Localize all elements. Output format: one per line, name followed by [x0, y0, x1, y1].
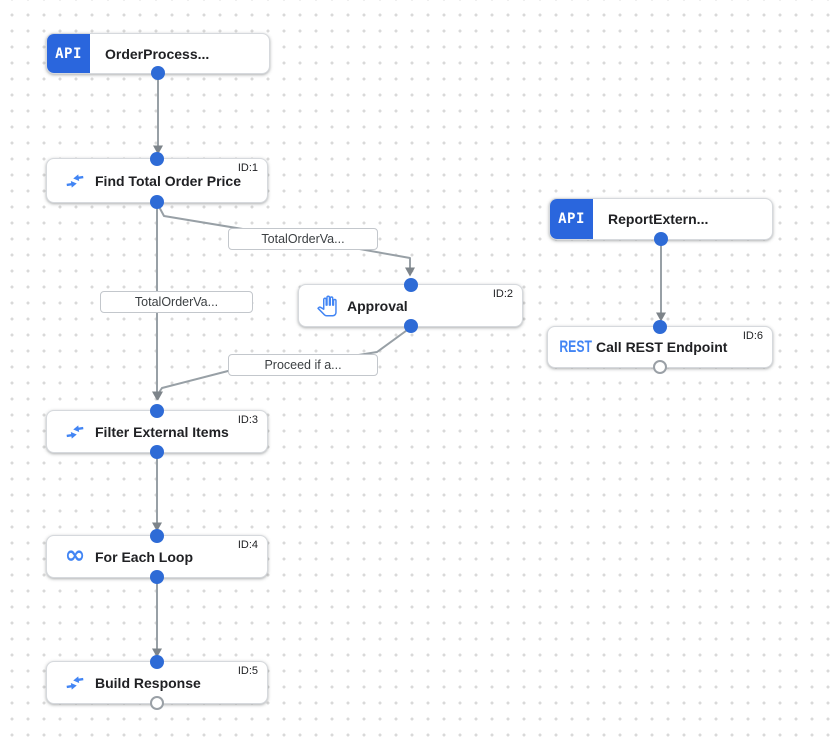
node-title: Call REST Endpoint [596, 339, 728, 355]
input-connector-dot[interactable] [150, 655, 164, 669]
edge-label-proceed-if[interactable]: Proceed if a... [228, 354, 378, 376]
output-connector-dot[interactable] [151, 66, 165, 80]
node-title: Build Response [95, 674, 201, 691]
node-id-badge: ID:4 [237, 539, 258, 551]
node-for-each-loop[interactable]: ID:4 ∞ For Each Loop [46, 529, 268, 584]
input-connector-dot[interactable] [403, 278, 418, 292]
node-trigger-reportextern[interactable]: API ReportExtern... [549, 198, 773, 246]
rest-icon: REST [559, 337, 593, 356]
input-connector-dot[interactable] [150, 404, 164, 418]
node-id-badge: ID:5 [237, 665, 258, 677]
node-find-total-order-price[interactable]: ID:1 Find Total Order Price [46, 152, 268, 209]
node-approval[interactable]: ID:2 Approval [298, 278, 523, 333]
node-call-rest-endpoint[interactable]: ID:6 REST Call REST Endpoint [547, 320, 773, 374]
output-connector-dot[interactable] [150, 195, 164, 209]
input-connector-dot[interactable] [150, 152, 164, 166]
output-connector-dot[interactable] [654, 232, 668, 246]
node-title: ReportExtern... [608, 211, 709, 227]
output-connector-dot[interactable] [150, 445, 164, 459]
node-trigger-orderprocess[interactable]: API OrderProcess... [46, 33, 270, 80]
edge-label-totalorder-to-filter[interactable]: TotalOrderVa... [100, 291, 253, 313]
node-filter-external-items[interactable]: ID:3 Filter External Items [46, 404, 268, 459]
data-mapping-icon [55, 672, 95, 694]
node-build-response[interactable]: ID:5 Build Response [46, 655, 268, 710]
node-id-badge: ID:1 [237, 162, 258, 174]
output-connector-dot[interactable] [653, 360, 667, 374]
output-connector-dot[interactable] [150, 570, 164, 584]
input-connector-dot[interactable] [653, 320, 667, 334]
node-title: For Each Loop [95, 548, 193, 565]
node-id-badge: ID:3 [237, 414, 258, 426]
output-connector-dot[interactable] [150, 696, 164, 710]
hand-icon [307, 294, 347, 317]
node-id-badge: ID:2 [492, 288, 513, 300]
api-trigger-icon: API [550, 199, 593, 239]
data-mapping-icon [55, 421, 95, 443]
node-title: Approval [347, 297, 408, 314]
infinity-icon: ∞ [64, 539, 86, 569]
data-mapping-icon [55, 170, 95, 192]
api-trigger-icon: API [47, 34, 90, 73]
output-connector-dot[interactable] [403, 319, 418, 333]
node-title: Filter External Items [95, 423, 229, 440]
node-title: OrderProcess... [105, 45, 210, 62]
node-id-badge: ID:6 [742, 330, 763, 342]
input-connector-dot[interactable] [150, 529, 164, 543]
edge-label-totalorder-to-approval[interactable]: TotalOrderVa... [228, 228, 378, 250]
node-title: Find Total Order Price [95, 172, 241, 189]
